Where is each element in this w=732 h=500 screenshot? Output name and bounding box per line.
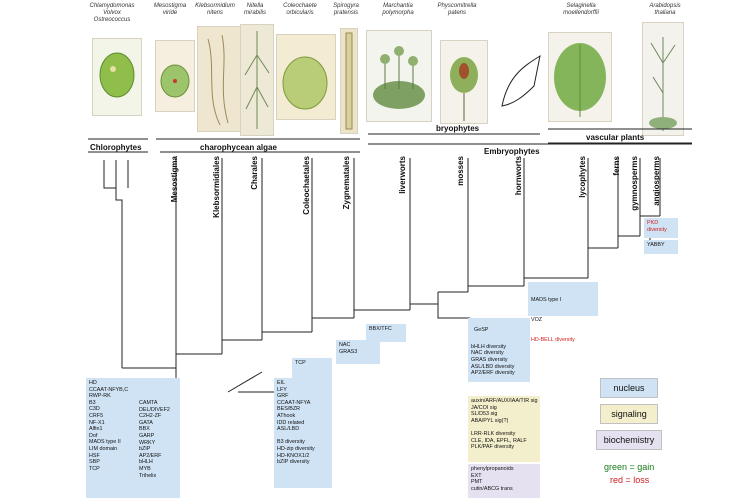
box-tcp: TCP: [292, 358, 332, 378]
selaginella-image-2: [548, 32, 612, 122]
embryophyte-gains: bHLH diversity NAC diversity GRAS divers…: [471, 343, 515, 377]
species-nitella: Nitella mirabilis: [243, 3, 266, 16]
box-base-col2: CAMTA DEL/DIVEF2 C2H2-ZF GATA BBX GARP W…: [136, 378, 180, 498]
species-chlamydomonas: Chlamydomonas Volvox Ostreococcus: [89, 3, 135, 23]
species-spirogyra: Spirogyra pratensis: [333, 3, 359, 16]
box-base-col1: HD CCAAT-NFYB,C RWP-RK B3 C3D CRF5 NF-X1…: [86, 378, 138, 498]
legend-biochemistry: biochemistry: [596, 430, 662, 450]
voz: VOZ: [531, 316, 543, 323]
box-pkd: PKD diversity: [644, 218, 678, 238]
nitella-image: [240, 24, 274, 136]
selaginella-image-1: [494, 46, 548, 116]
spirogyra-image: [340, 28, 358, 134]
legend-nucleus: nucleus: [600, 378, 658, 398]
legend-gain: green = gain: [604, 462, 655, 472]
arabidopsis-image: [642, 22, 684, 136]
box-bbx-tfc: BBX/TFC: [366, 324, 406, 342]
group-embryophytes: Embryophytes: [484, 147, 540, 156]
group-chlorophytes: Chlorophytes: [90, 143, 142, 152]
legend-signaling: signaling: [600, 404, 658, 424]
hd-bell-diversity: HD-BELL diversity: [531, 336, 575, 343]
box-signaling-list: auxin/ARF/AUX/IAA/TIR sig JA/COI sig SL/…: [468, 396, 540, 462]
physcomitrella-image: [440, 40, 488, 124]
klebsormidium-image: [197, 26, 241, 132]
mesostigma-image: [155, 40, 195, 112]
species-coleochaete: Coleochaete orbicularis: [283, 3, 317, 16]
group-charophycean-algae: charophycean algae: [200, 143, 277, 152]
box-nac-gras: NAC GRAS3: [336, 340, 380, 364]
species-arabidopsis: Arabidopsis thaliana: [649, 3, 681, 16]
marchantia-image: [366, 30, 432, 122]
group-bryophytes: bryophytes: [436, 124, 480, 133]
coleochaete-image: [276, 34, 336, 120]
box-mid-list: EIL LFY GRF CCAAT-NFYA BES/BZR AThook ID…: [274, 378, 332, 488]
species-marchantia: Marchantia polymorpha: [382, 3, 414, 16]
box-mads: MADS type I VOZ HD-BELL diversity: [528, 282, 598, 343]
gesp-label: GeSP: [474, 326, 489, 333]
species-mesostigma: Mesostigma viride: [153, 3, 187, 16]
chlamydomonas-image: [92, 38, 142, 116]
legend-loss: red = loss: [610, 475, 650, 485]
group-vascular-plants: vascular plants: [586, 133, 645, 142]
species-selaginella: Selaginella moellendorffii: [563, 3, 599, 16]
box-biochemistry-list: phenylpropanoids EXT PMT cutin/ABCG tran…: [468, 464, 540, 498]
species-klebsormidium: Klebsormidium nitens: [195, 3, 235, 16]
box-yabby: YABBY: [644, 240, 678, 254]
species-physcomitrella: Physcomitrella patens: [437, 3, 477, 16]
box-gesp: GeSP bHLH diversity NAC diversity GRAS d…: [468, 318, 530, 382]
mads-type-1: MADS type I: [531, 297, 562, 304]
